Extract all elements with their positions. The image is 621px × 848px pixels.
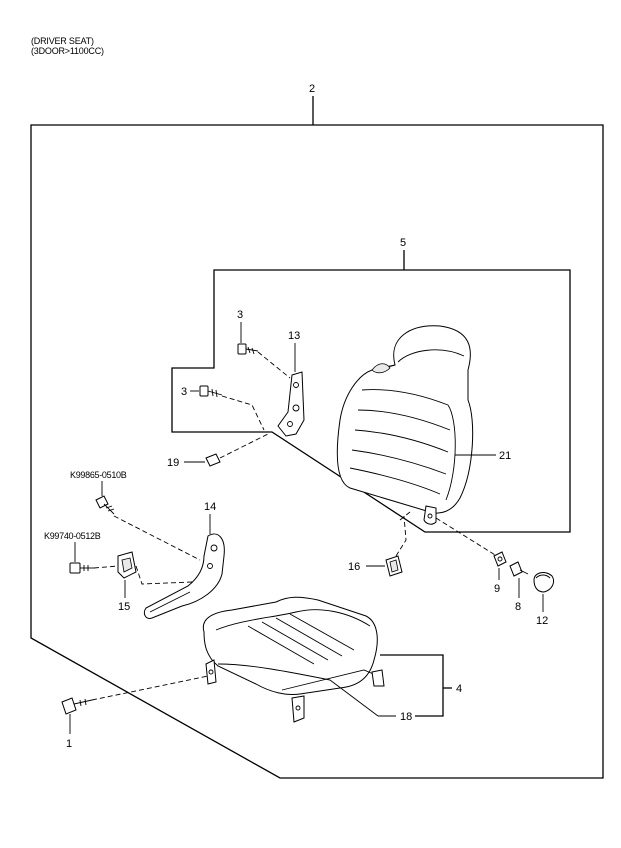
bolt-1 [61,697,93,715]
bolt-3-upper-dashline [257,351,291,379]
callout-3-upper: 3 [237,309,243,321]
hinge-bracket-13 [277,371,305,437]
cap-12 [533,572,555,593]
seatback-21 [336,325,474,525]
screw-k99740-dashline [93,565,119,569]
assembly-4-outline [380,654,444,717]
recliner-cover-14 [143,533,225,619]
callout-8: 8 [515,601,521,613]
callout-13: 13 [288,330,300,342]
callout-15: 15 [118,601,130,613]
callout-18: 18 [400,711,412,723]
assembly-5-outline [171,269,571,533]
clip-16 [385,555,403,577]
callout-5: 5 [400,237,406,249]
callout-1: 1 [66,738,72,750]
callout-4: 4 [456,683,462,695]
bolt-8 [509,561,529,577]
bolt-3-lower [199,385,223,398]
callout-3-lower: 3 [181,386,187,398]
bolt-3-lower-dashline [221,395,265,431]
assembly-2-outline [30,124,604,779]
clip-15-dashline [135,565,193,585]
header-variant: (3DOOR>1100CC) [31,46,104,56]
knob-dashline [435,517,501,559]
clip-16-dashline [395,515,407,557]
bolt-3-upper [237,343,259,355]
bolt-k99865 [95,495,115,515]
bolt-1-dashline [91,675,209,701]
callout-k99865: K99865-0510B [70,470,127,480]
clip-15 [117,551,137,579]
bolt-k99865-dashline [113,515,201,561]
screw-k99740 [69,562,94,574]
bushing-19-dashline [219,433,269,459]
clip-16-dashline-2 [399,511,411,521]
callout-2: 2 [309,83,315,95]
callout-18-leader [329,679,379,717]
callout-16: 16 [348,561,360,573]
callout-14: 14 [204,501,216,513]
callout-19: 19 [167,457,179,469]
callout-9: 9 [494,583,500,595]
callout-21: 21 [499,450,511,462]
seat-cushion-18 [202,596,385,723]
diagram-header: (DRIVER SEAT) (3DOOR>1100CC) [31,36,104,56]
callout-12: 12 [536,615,548,627]
bushing-19 [205,453,221,467]
callout-k99740: K99740-0512B [44,531,101,541]
nut-9 [493,551,507,567]
header-seat-type: (DRIVER SEAT) [31,36,94,46]
